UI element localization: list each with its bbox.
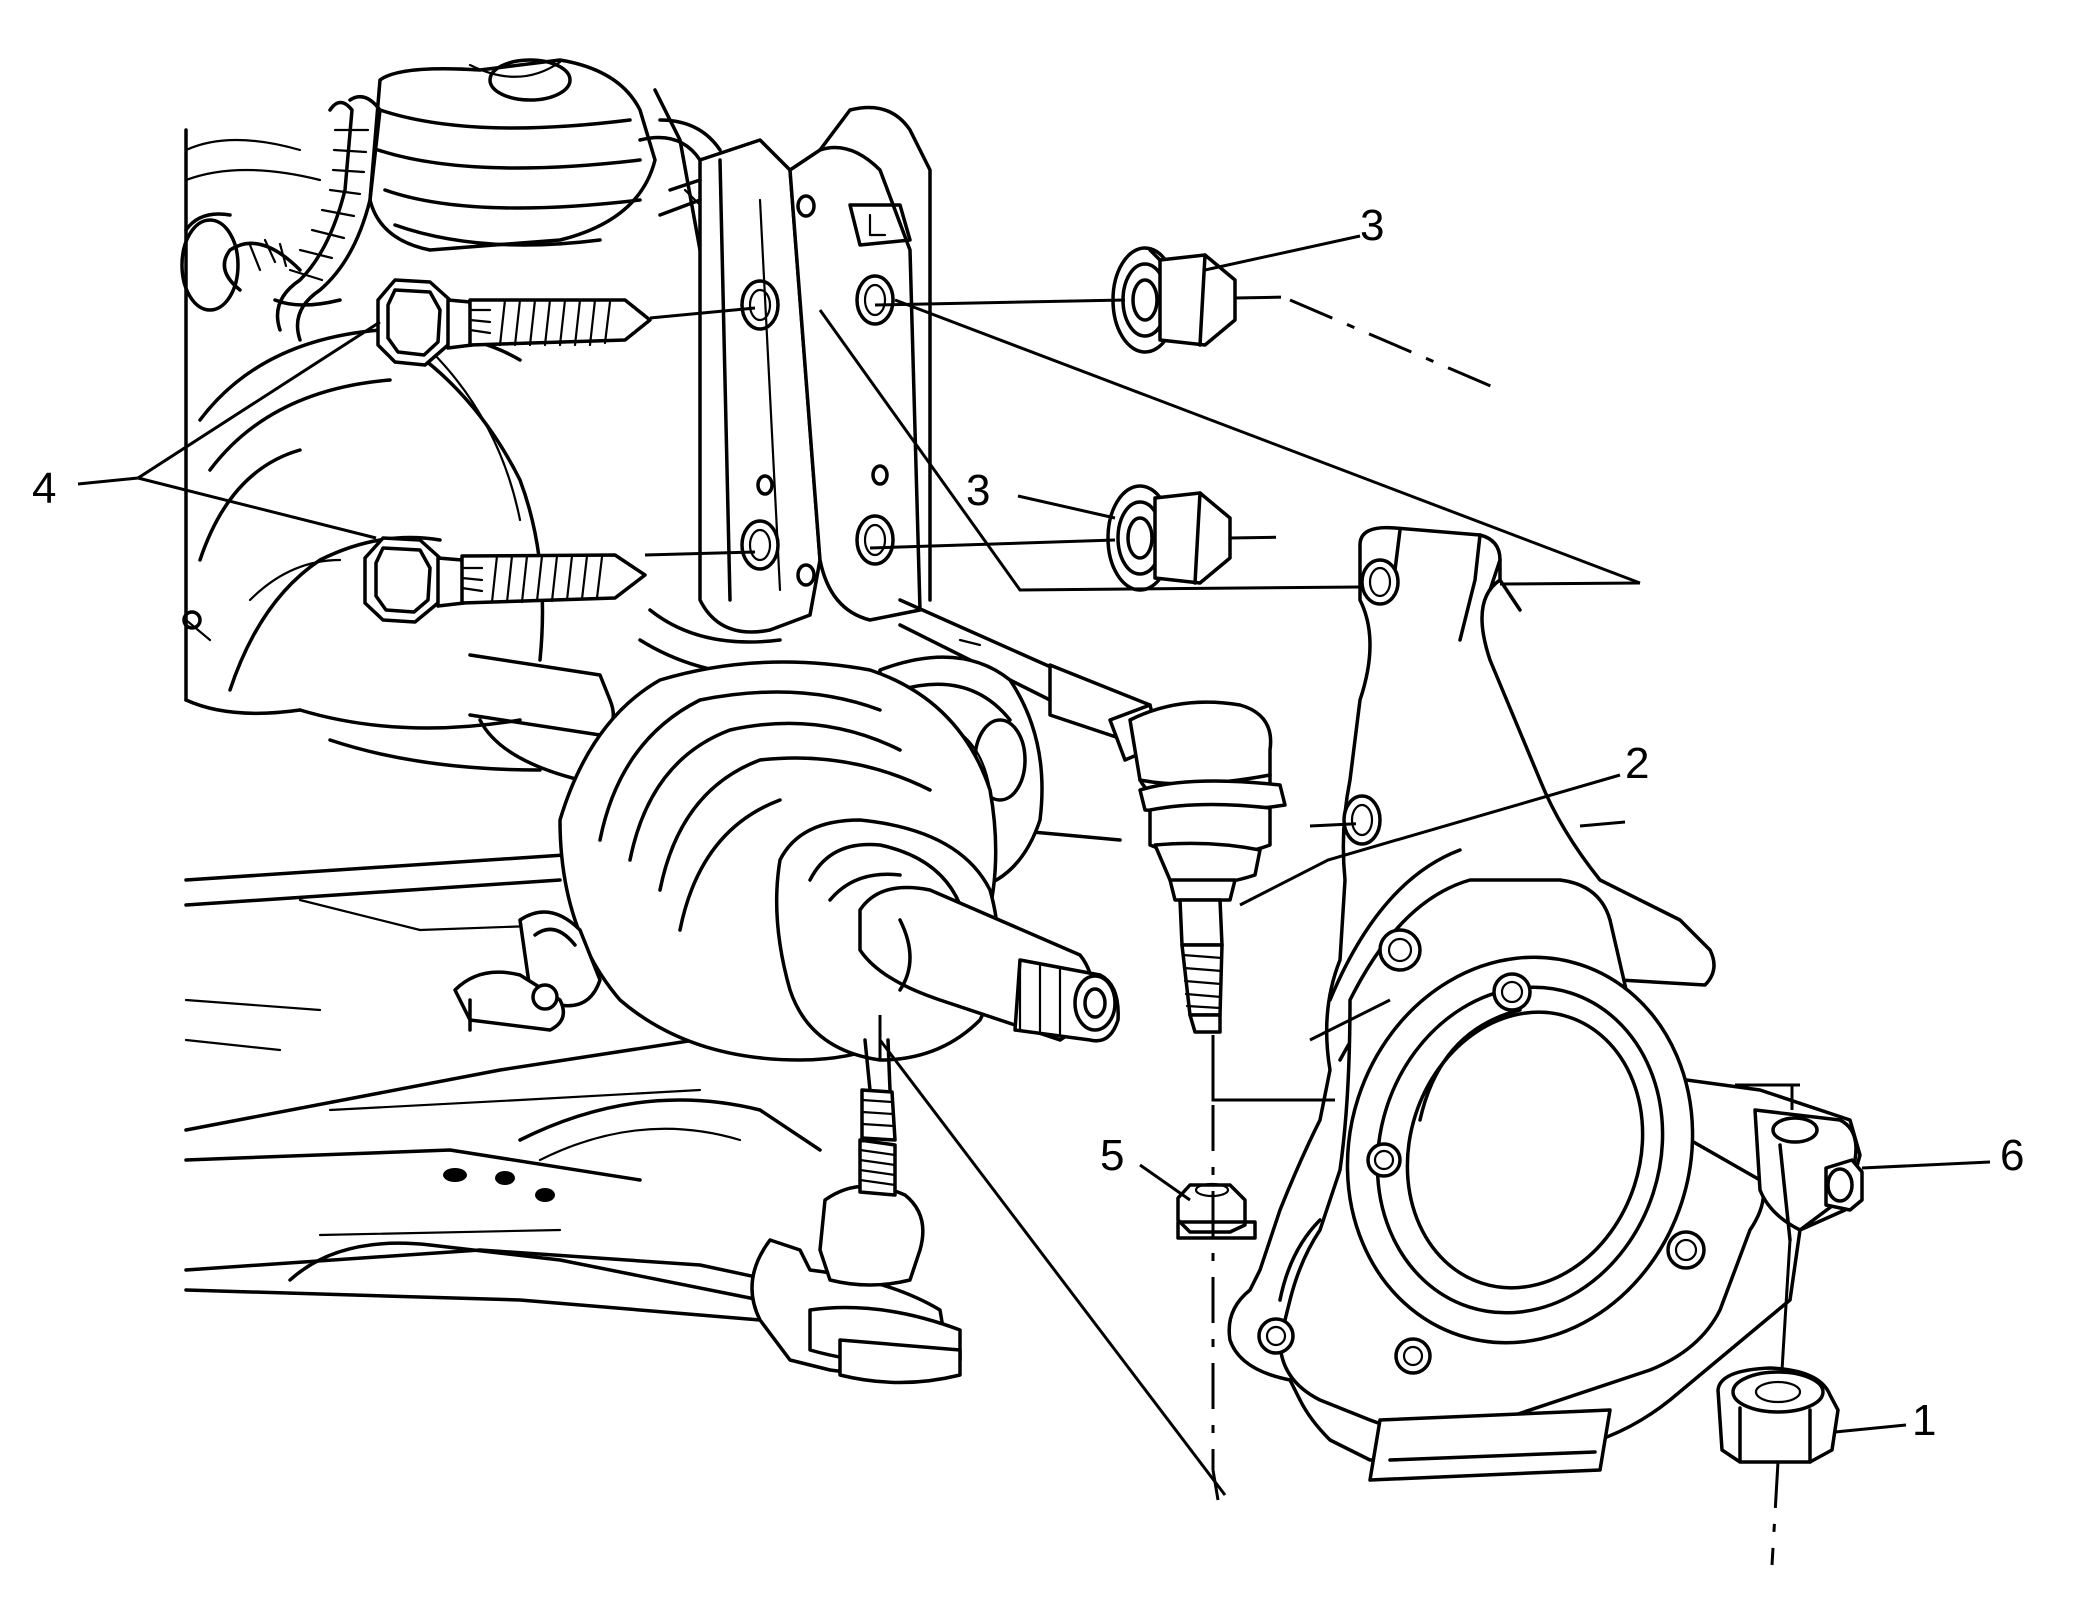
callout-3-upper: 3 <box>1360 201 1384 250</box>
strut-mounting-bracket <box>638 105 932 678</box>
nut-lower <box>1106 484 1232 592</box>
wiring-harness <box>222 94 382 342</box>
steering-knuckle <box>1227 525 1862 1482</box>
stabilizer-link <box>453 910 602 1032</box>
callout-2: 2 <box>1625 739 1649 788</box>
callout-5: 5 <box>1100 1131 1124 1180</box>
callout-1: 1 <box>1912 1396 1936 1445</box>
pinch-bolt <box>1824 1158 1864 1212</box>
assembly-lines <box>644 295 1800 1566</box>
upper-ball-joint <box>1108 700 1287 1034</box>
nut-upper <box>1111 246 1237 354</box>
nut-lower-ball-joint <box>1716 1366 1840 1464</box>
nut-ball-joint <box>1176 1182 1257 1240</box>
callout-leaders <box>77 234 1991 1434</box>
bolt-lower <box>363 536 647 624</box>
lower-ball-joint <box>750 1038 962 1385</box>
drive-axle <box>468 653 1120 1062</box>
strut-assembly <box>368 58 702 252</box>
bolt-upper <box>376 278 652 367</box>
callout-4: 4 <box>32 464 56 513</box>
subframe-crossmember <box>184 828 1122 1332</box>
callout-6: 6 <box>2000 1131 2024 1180</box>
callout-labels: 3 3 2 4 5 6 1 <box>32 201 2024 1445</box>
callout-3-lower: 3 <box>966 466 990 515</box>
